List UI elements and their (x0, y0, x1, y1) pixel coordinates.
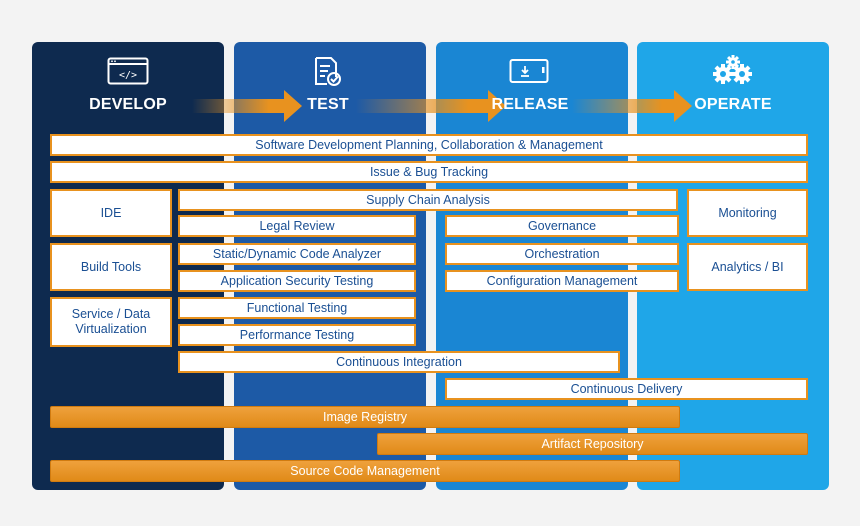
artifact-repository-bar: Artifact Repository (377, 433, 808, 455)
operate-header: OPERATE (658, 54, 808, 114)
planning-bar: Software Development Planning, Collabora… (50, 134, 808, 156)
continuous-integration-bar: Continuous Integration (178, 351, 620, 373)
analytics-box: Analytics / BI (687, 243, 808, 291)
source-code-management-bar: Source Code Management (50, 460, 680, 482)
supply-chain-bar: Supply Chain Analysis (178, 189, 678, 211)
functional-testing-box: Functional Testing (178, 297, 416, 319)
operate-title: OPERATE (694, 96, 772, 113)
issue-tracking-bar: Issue & Bug Tracking (50, 161, 808, 183)
performance-testing-box: Performance Testing (178, 324, 416, 346)
release-header: RELEASE (455, 54, 605, 114)
develop-to-test-arrow (192, 90, 302, 122)
develop-title: DEVELOP (89, 96, 167, 113)
security-testing-box: Application Security Testing (178, 270, 416, 292)
ide-box: IDE (50, 189, 172, 237)
code-analyzer-box: Static/Dynamic Code Analyzer (178, 243, 416, 265)
test-header: TEST (253, 54, 403, 114)
service-virtualization-box: Service / Data Virtualization (50, 297, 172, 347)
build-tools-box: Build Tools (50, 243, 172, 291)
develop-header: </> DEVELOP (53, 54, 203, 114)
image-registry-bar: Image Registry (50, 406, 680, 428)
test-title: TEST (307, 96, 349, 113)
download-window-icon (455, 54, 605, 88)
release-to-operate-arrow (572, 90, 692, 122)
legal-review-box: Legal Review (178, 215, 416, 237)
continuous-delivery-bar: Continuous Delivery (445, 378, 808, 400)
monitoring-box: Monitoring (687, 189, 808, 237)
release-title: RELEASE (491, 96, 569, 113)
test-to-release-arrow (356, 90, 506, 122)
svg-text:</>: </> (119, 70, 137, 81)
checklist-icon (253, 54, 403, 88)
governance-box: Governance (445, 215, 679, 237)
configuration-management-box: Configuration Management (445, 270, 679, 292)
code-window-icon: </> (53, 54, 203, 88)
gears-icon (658, 54, 808, 88)
orchestration-box: Orchestration (445, 243, 679, 265)
